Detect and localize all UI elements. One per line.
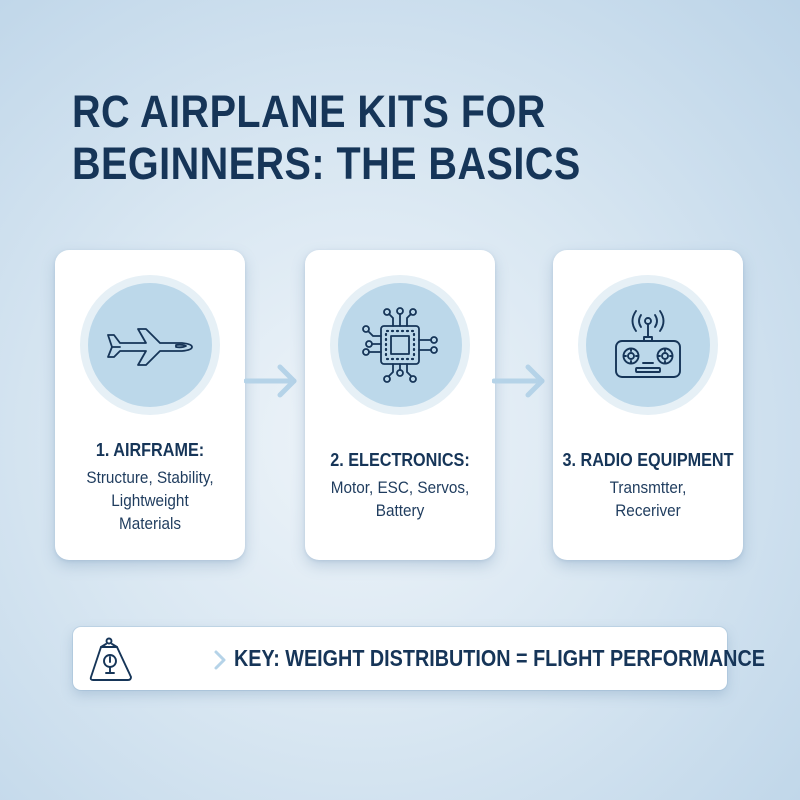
radio-transmitter-icon	[615, 310, 681, 378]
card-airframe: 1. AIRFRAME: Structure, Stability, Light…	[55, 250, 245, 560]
airplane-icon	[107, 328, 193, 366]
card-description: Transmtter, Receriver	[609, 478, 687, 520]
icon-ring	[330, 275, 470, 415]
card-electronics: 2. ELECTRONICS: Motor, ESC, Servos, Batt…	[305, 250, 495, 560]
page-title: RC AIRPLANE KITS FOR BEGINNERS: THE BASI…	[72, 86, 581, 190]
card-heading: 1. AIRFRAME:	[95, 440, 205, 460]
key-text: KEY: WEIGHT DISTRIBUTION = FLIGHT PERFOR…	[234, 645, 765, 671]
icon-ring	[80, 275, 220, 415]
icon-circle	[586, 283, 710, 407]
arrow-right-icon	[244, 364, 297, 398]
icon-circle	[88, 283, 212, 407]
card-description: Structure, Stability, Lightweight Materi…	[86, 468, 214, 533]
key-banner: KEY: WEIGHT DISTRIBUTION = FLIGHT PERFOR…	[73, 627, 765, 690]
icon-ring	[578, 275, 718, 415]
card-description: Motor, ESC, Servos, Battery	[330, 478, 470, 520]
card-heading: 2. ELECTRONICS:	[330, 450, 470, 470]
weight-icon	[89, 637, 132, 681]
chevron-right-icon	[214, 650, 226, 670]
icon-circle	[338, 283, 462, 407]
card-heading: 3. RADIO EQUIPMENT	[562, 450, 734, 470]
card-radio-equipment: 3. RADIO EQUIPMENT Transmtter, Receriver	[553, 250, 743, 560]
title-line-2: BEGINNERS: THE BASICS	[72, 138, 581, 189]
arrow-right-icon	[492, 364, 545, 398]
circuit-chip-icon	[362, 307, 438, 383]
title-line-1: RC AIRPLANE KITS FOR	[72, 86, 546, 137]
